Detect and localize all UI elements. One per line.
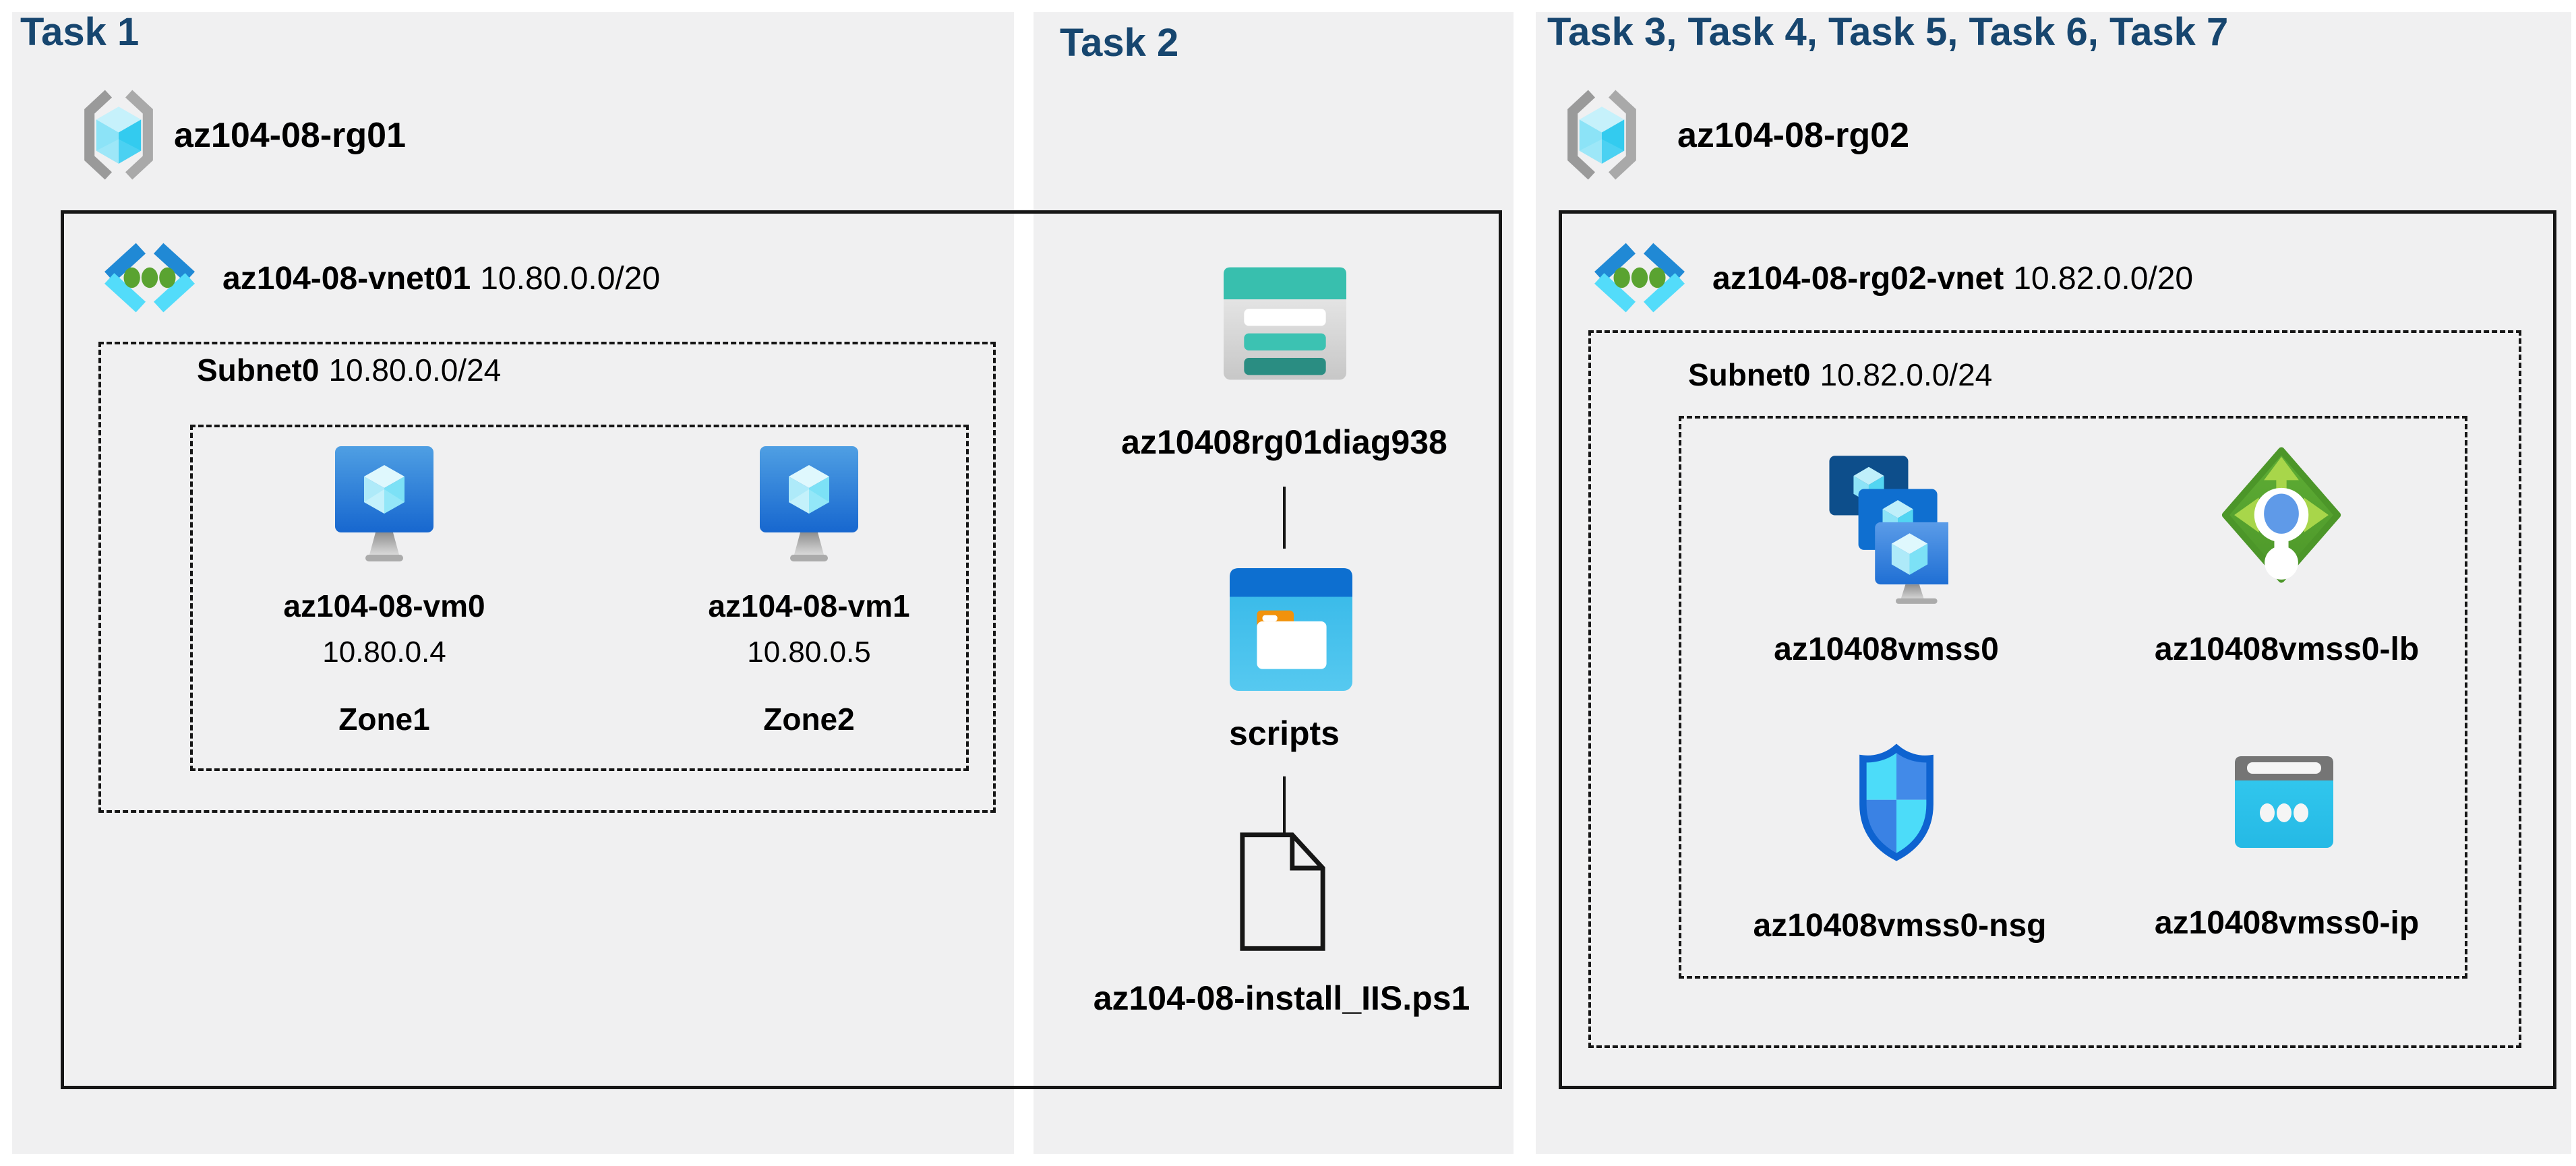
task3-heading: Task 3, Task 4, Task 5, Task 6, Task 7 [1547, 10, 2229, 54]
vmss-name: az10408vmss0 [1774, 632, 1999, 667]
vmss-resources-box [1679, 416, 2467, 979]
vm-icon [758, 445, 860, 563]
vmss-icon [1817, 450, 1948, 604]
container-name: scripts [1229, 714, 1340, 752]
storage-account-icon [1224, 267, 1346, 380]
storage-account-name: az10408rg01diag938 [1121, 423, 1447, 461]
resource-group-icon [1564, 89, 1640, 181]
subnet-cidr: 10.82.0.0/24 [1820, 357, 1993, 392]
script-file-name: az104-08-install_IIS.ps1 [1093, 979, 1470, 1017]
vm0-name: az104-08-vm0 [283, 588, 485, 623]
virtual-network-icon [1588, 240, 1691, 315]
vm0-ip: 10.80.0.4 [322, 636, 446, 669]
file-icon [1236, 830, 1329, 954]
nsg-name: az10408vmss0-nsg [1753, 908, 2047, 944]
vm1-zone: Zone2 [763, 702, 855, 737]
task2-heading: Task 2 [1060, 21, 1179, 65]
vnet-cidr: 10.80.0.0/20 [480, 261, 661, 297]
subnet-cidr: 10.80.0.0/24 [328, 352, 502, 388]
load-balancer-name: az10408vmss0-lb [2154, 632, 2420, 667]
vm1-ip: 10.80.0.5 [747, 636, 871, 669]
panel-task1 [12, 12, 1014, 1154]
resource-group-name: az104-08-rg01 [174, 116, 406, 155]
subnet0-box [1588, 330, 2521, 1048]
task3-vnet-boundary-box [1559, 210, 2556, 1089]
connector-container-file [1283, 776, 1286, 844]
vm0-zone: Zone1 [338, 702, 430, 737]
vnet-name: az104-08-vnet01 [222, 261, 471, 297]
task1-vnet-boundary-box [61, 210, 1502, 1089]
connector-storage-container [1283, 487, 1286, 549]
panel-task3-7 [1536, 12, 2571, 1154]
subnet-name: Subnet0 [197, 352, 320, 388]
vm-icon [334, 445, 435, 563]
resource-group-name: az104-08-rg02 [1677, 116, 1909, 155]
resource-group-icon [81, 89, 156, 181]
zones-box [190, 425, 969, 771]
nsg-icon [1855, 741, 1938, 864]
vnet-cidr: 10.82.0.0/20 [2013, 261, 2194, 297]
vm1-name: az104-08-vm1 [708, 588, 910, 623]
subnet0-label: Subnet0 10.82.0.0/24 [1688, 357, 1992, 393]
vnet-name: az104-08-rg02-vnet [1712, 261, 2004, 297]
task1-heading: Task 1 [20, 10, 140, 54]
load-balancer-icon [2220, 443, 2343, 589]
subnet-name: Subnet0 [1688, 357, 1811, 392]
virtual-network-icon [98, 240, 201, 315]
public-ip-icon [2234, 755, 2335, 849]
blob-container-icon [1230, 567, 1352, 692]
subnet0-box [98, 342, 996, 813]
public-ip-name: az10408vmss0-ip [2154, 905, 2420, 941]
